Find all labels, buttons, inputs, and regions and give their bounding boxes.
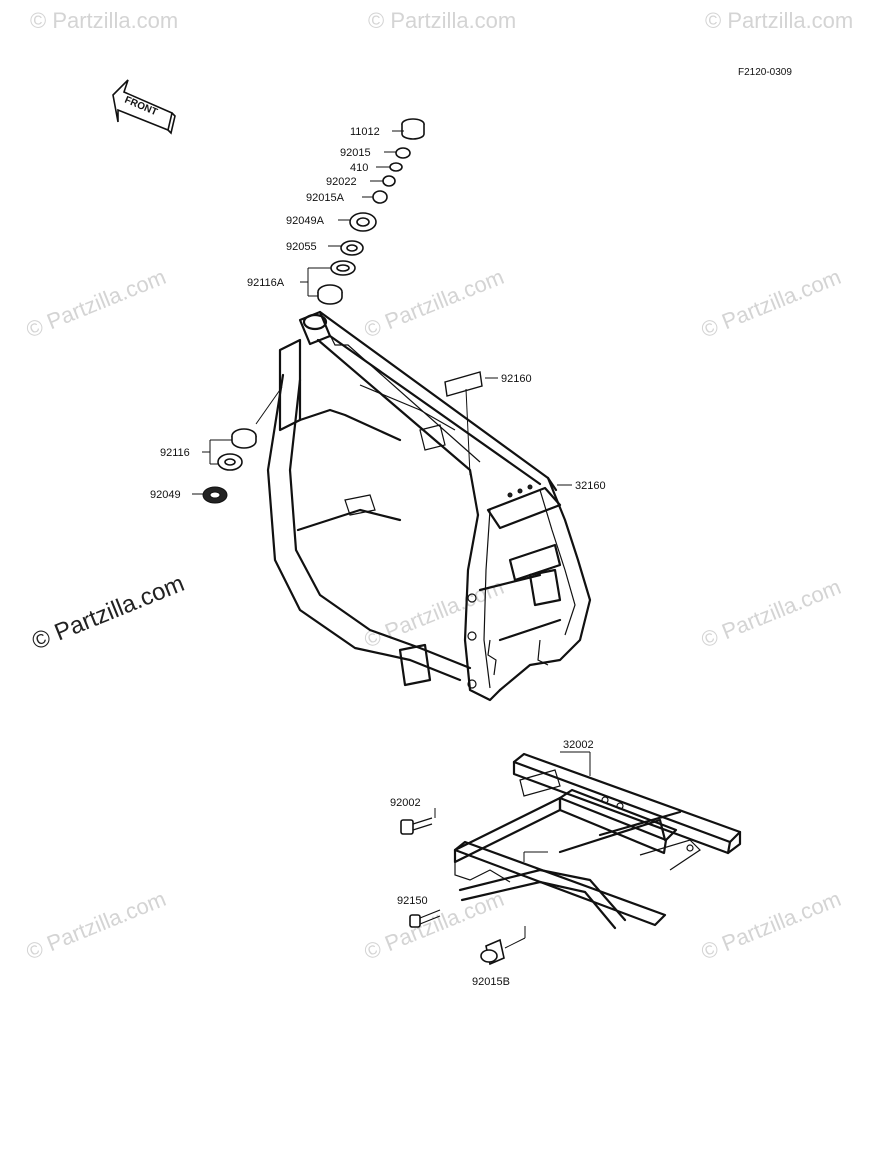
part-labels: 11012 92015 410 92022 92015A 92049A 9205… — [150, 126, 606, 988]
subframe-32002 — [453, 752, 742, 930]
part-label-92015: 92015 — [340, 147, 371, 159]
washer-92022 — [382, 175, 396, 187]
part-label-92015b: 92015B — [472, 976, 510, 988]
bearing-92116 — [231, 428, 257, 449]
watermark: © Partzilla.com — [361, 264, 508, 343]
part-label-11012: 11012 — [350, 126, 380, 138]
part-label-32002: 32002 — [563, 739, 594, 751]
watermark: © Partzilla.com — [698, 886, 845, 965]
bearing-92116a-lower — [317, 284, 343, 305]
ring-92055 — [340, 240, 364, 256]
steering-stem-parts — [317, 118, 425, 305]
nut-92015 — [395, 147, 411, 159]
watermark-group: © Partzilla.com © Partzilla.com © Partzi… — [23, 8, 854, 965]
watermark: © Partzilla.com — [368, 8, 516, 33]
bearing-92116-b — [217, 453, 243, 471]
subframe-hardware — [400, 751, 591, 966]
lower-steering-parts — [192, 386, 283, 504]
part-label-92055: 92055 — [286, 241, 317, 253]
seal-92049a — [349, 212, 377, 232]
watermark: © Partzilla.com — [23, 886, 170, 965]
label-plate-92160 — [444, 371, 498, 476]
bolt-92150 — [409, 909, 441, 928]
watermark: © Partzilla.com — [30, 8, 178, 33]
washer-410 — [389, 162, 403, 172]
watermark: © Partzilla.com — [705, 8, 853, 33]
diagram-code: F2120-0309 — [738, 67, 792, 78]
cap-11012 — [401, 118, 425, 140]
part-label-92022: 92022 — [326, 176, 357, 188]
main-frame-32160 — [266, 310, 592, 702]
part-label-92150: 92150 — [397, 895, 428, 907]
watermark: © Partzilla.com — [23, 264, 170, 343]
part-label-410: 410 — [350, 162, 368, 174]
watermark-prominent: © Partzilla.com — [28, 570, 188, 656]
watermark: © Partzilla.com — [698, 574, 845, 653]
bearing-92116a-upper — [330, 260, 356, 276]
part-label-32160: 32160 — [575, 480, 606, 492]
bolt-92002 — [400, 817, 433, 835]
part-label-92116a: 92116A — [247, 277, 285, 289]
watermark: © Partzilla.com — [698, 264, 845, 343]
front-arrow-icon: FRONT — [112, 79, 176, 135]
nut-92015a — [372, 190, 388, 204]
part-label-92049a: 92049A — [286, 215, 325, 227]
bolt-92015b — [480, 938, 505, 966]
part-label-92116: 92116 — [160, 447, 190, 459]
leader-lines-upper — [300, 130, 404, 297]
seal-92049 — [202, 486, 228, 504]
part-label-92160: 92160 — [501, 373, 532, 385]
part-label-92002: 92002 — [390, 797, 421, 809]
part-label-92015a: 92015A — [306, 192, 345, 204]
part-label-92049: 92049 — [150, 489, 181, 501]
